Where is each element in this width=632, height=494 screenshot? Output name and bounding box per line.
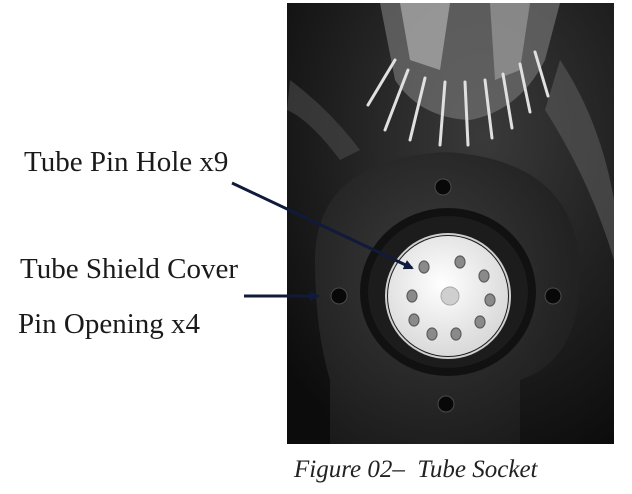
figure-title: Tube Socket [417,456,538,483]
tube-pin-hole-label: Tube Pin Hole x9 [24,146,229,178]
figure-caption: Figure 02– Tube Socket [294,456,537,484]
pin-opening-label: Pin Opening x4 [18,308,201,340]
shield-pin-openings [330,178,562,413]
tube-pin-holes [406,255,496,341]
figure-number: Figure 02– [294,456,405,483]
pin-hole-arrow [231,181,414,270]
tube-shield-cover-label: Tube Shield Cover [20,253,239,285]
socket-insert [385,233,511,359]
vacuum-tube [366,3,560,147]
